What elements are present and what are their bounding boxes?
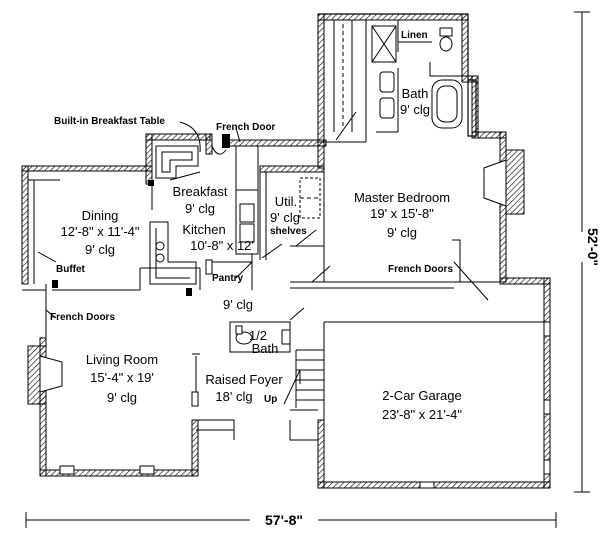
foyer-ceiling: 18' clg (215, 389, 252, 404)
master-bedroom-size: 19' x 15'-8" (370, 206, 434, 221)
utility-name: Util. (275, 194, 297, 209)
buffet-annotation: Buffet (56, 264, 86, 275)
living-room-size: 15'-4" x 19' (90, 370, 154, 385)
linen-label: Linen (401, 30, 428, 41)
pantry-label: Pantry (212, 273, 244, 284)
dimension-labels: 57'-8" 52'-0" (265, 228, 600, 528)
living-room-ceiling: 9' clg (107, 390, 137, 405)
utility-shelves-note: shelves (270, 226, 307, 237)
bath-ceiling: 9' clg (400, 102, 430, 117)
foyer-name: Raised Foyer (205, 372, 283, 387)
annotation-arrows (37, 121, 301, 384)
breakfast-name: Breakfast (173, 184, 228, 199)
breakfast-table-annotation: Built-in Breakfast Table (54, 116, 165, 127)
french-door-annotation: French Door (216, 122, 276, 133)
dining-name: Dining (82, 208, 119, 223)
utility-ceiling: 9' clg (270, 210, 300, 225)
annotation-labels: Built-in Breakfast Table French Door Buf… (50, 116, 453, 405)
half-bath-label-line1: 1/2 (249, 328, 267, 343)
dining-ceiling: 9' clg (85, 242, 115, 257)
bath-name: Bath (402, 86, 429, 101)
master-bedroom-ceiling: 9' clg (387, 225, 417, 240)
breakfast-ceiling: 9' clg (185, 201, 215, 216)
kitchen-name: Kitchen (182, 222, 225, 237)
living-room-name: Living Room (86, 352, 158, 367)
french-doors-dining-annotation: French Doors (50, 312, 115, 323)
garage-size: 23'-8" x 21'-4" (382, 407, 462, 422)
interior-walls (22, 20, 551, 489)
hall-ceiling: 9' clg (223, 297, 253, 312)
stairs-up-annotation: Up (264, 394, 277, 405)
room-labels: Master Bedroom 19' x 15'-8" 9' clg Bath … (61, 30, 463, 422)
garage-name: 2-Car Garage (382, 388, 461, 403)
master-bedroom-name: Master Bedroom (354, 190, 450, 205)
overall-depth-dimension: 52'-0" (585, 228, 600, 266)
french-doors-master-annotation: French Doors (388, 264, 453, 275)
dining-size: 12'-8" x 11'-4" (61, 224, 140, 239)
dimension-lines (25, 11, 590, 528)
half-bath-label-line2: Bath (252, 341, 279, 356)
kitchen-size: 10'-8" x 12' (190, 238, 254, 253)
overall-width-dimension: 57'-8" (265, 512, 303, 528)
